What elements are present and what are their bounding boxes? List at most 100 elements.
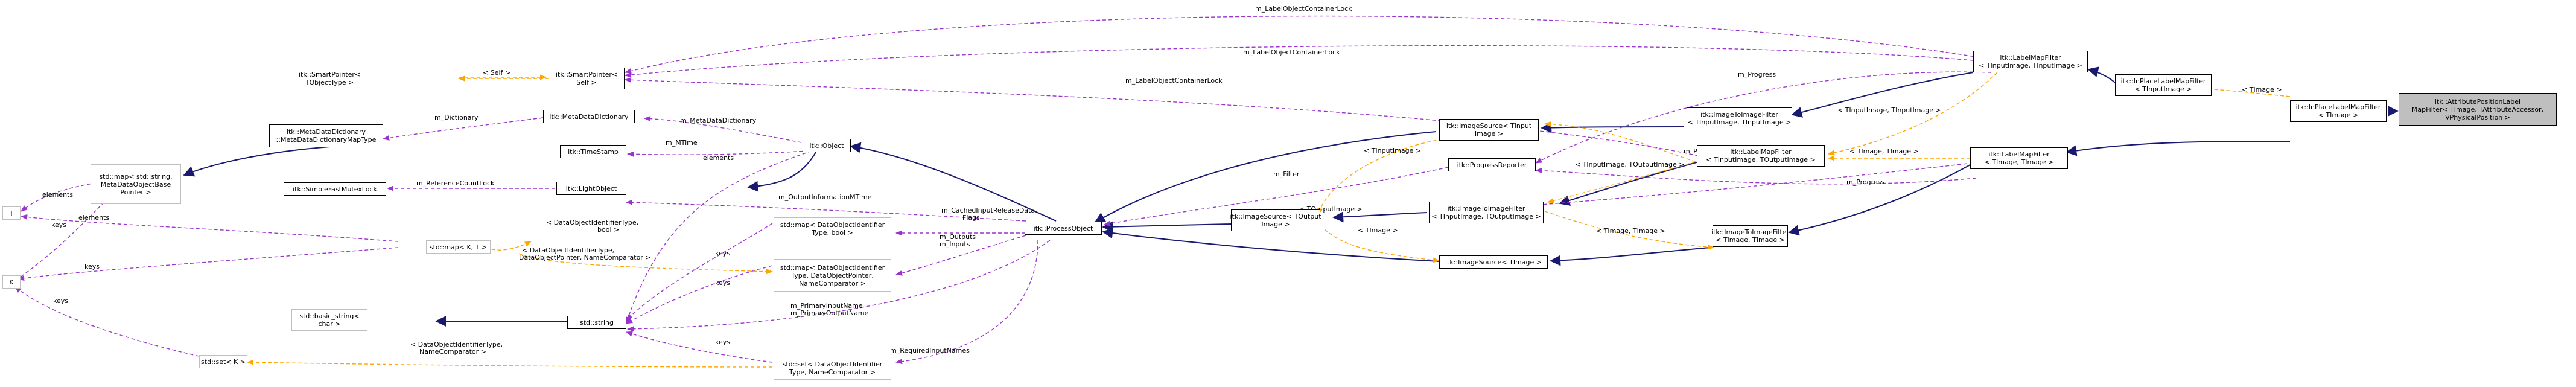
edge-progress-top bbox=[1535, 71, 1992, 164]
label-tinput-img: < TInputImage > bbox=[1364, 147, 1421, 155]
edge-required-names bbox=[895, 240, 1038, 365]
label-keys-kt: keys bbox=[84, 263, 100, 270]
node-text: TObjectType > bbox=[305, 78, 354, 86]
node-template-t[interactable]: T bbox=[2, 206, 21, 220]
label-keys-left: keys bbox=[51, 221, 66, 229]
node-text: char > bbox=[318, 320, 341, 328]
node-text: < TImage, TImage > bbox=[1984, 158, 2054, 166]
edge-i2i-tinput-tmpl bbox=[1544, 121, 1696, 162]
node-text: itk::LabelMapFilter bbox=[2000, 54, 2061, 62]
node-text: Self > bbox=[576, 78, 597, 86]
node-progress-reporter[interactable]: itk::ProgressReporter bbox=[1448, 158, 1536, 171]
node-image-source-tinput[interactable]: itk::ImageSource< TInput Image > bbox=[1439, 119, 1539, 141]
node-smartpointer-tobject[interactable]: itk::SmartPointer< TObjectType > bbox=[290, 68, 369, 89]
edge-inplace-timage-to-labelmap-timage bbox=[2066, 141, 2291, 156]
node-image-to-image-filter-tinput[interactable]: itk::ImageToImageFilter < TInputImage, T… bbox=[1687, 107, 1792, 129]
node-object[interactable]: itk::Object bbox=[803, 139, 851, 152]
usage-edges bbox=[14, 15, 1992, 365]
edge-labelmap-timage-to-i2i-timage bbox=[1788, 164, 1971, 236]
label-inputs: m_Inputs bbox=[940, 240, 970, 248]
node-text: std::set< DataObjectIdentifier bbox=[782, 360, 883, 368]
label-map-bool-2: bool > bbox=[597, 226, 619, 234]
edge-set-keys bbox=[625, 331, 773, 363]
node-stdmap-dataobject[interactable]: std::map< DataObjectIdentifier Type, Dat… bbox=[774, 259, 891, 292]
edge-progress-mid bbox=[1531, 162, 1974, 208]
node-text: itk::InPlaceLabelMapFilter bbox=[2120, 77, 2206, 85]
node-text: < TInputImage, TOutputImage > bbox=[1706, 156, 1816, 164]
node-text: std::basic_string< bbox=[299, 312, 360, 320]
label-elements-kt: elements bbox=[78, 214, 109, 222]
label-map-ptr-1: < DataObjectIdentifierType, bbox=[522, 246, 614, 254]
node-image-source-toutput[interactable]: itk::ImageSource< TOutput Image > bbox=[1230, 209, 1321, 231]
edge-output-mtime bbox=[625, 199, 1026, 222]
edge-bool-keys bbox=[626, 223, 773, 321]
label-mtime: m_MTime bbox=[666, 139, 698, 147]
label-filter: m_Filter bbox=[1273, 170, 1300, 178]
edge-i2i-tinput-to-source-tinput bbox=[1541, 122, 1684, 133]
node-process-object[interactable]: itk::ProcessObject bbox=[1025, 222, 1102, 235]
node-image-to-image-filter-timage[interactable]: itk::ImageToImageFilter < TImage, TImage… bbox=[1711, 225, 1789, 247]
node-text: K bbox=[9, 278, 14, 286]
edge-labelmap-tinput-tmpl bbox=[1827, 72, 1998, 156]
edge-lock-third bbox=[624, 77, 1699, 156]
node-text: itk::ImageToImageFilter bbox=[1700, 110, 1778, 118]
edge-stdmap-string-elements bbox=[21, 181, 109, 212]
node-label-map-filter-timage[interactable]: itk::LabelMapFilter < TImage, TImage > bbox=[1970, 147, 2068, 169]
node-image-source-timage[interactable]: itk::ImageSource< TImage > bbox=[1439, 255, 1548, 269]
node-attribute-position-label-map-filter[interactable]: itk::AttributePositionLabel MapFilter< T… bbox=[2399, 93, 2557, 126]
node-stdmap-kt[interactable]: std::map< K, T > bbox=[426, 240, 491, 254]
node-text: MapFilter< TImage, TAttributeAccessor, bbox=[2411, 105, 2544, 114]
node-text: Pointer > bbox=[120, 188, 151, 196]
edge-object-to-lightobject bbox=[747, 152, 816, 192]
edge-source-tinput-to-process bbox=[1094, 131, 1437, 223]
node-image-to-image-filter-generic[interactable]: itk::ImageToImageFilter < TInputImage, T… bbox=[1429, 202, 1544, 223]
node-text: std::map< K, T > bbox=[429, 243, 488, 251]
node-text: itk::ProgressReporter bbox=[1457, 161, 1527, 169]
node-text: std::map< DataObjectIdentifier bbox=[780, 263, 885, 272]
node-text: std::set< K > bbox=[201, 357, 246, 366]
node-text: Type, bool > bbox=[812, 229, 853, 237]
node-std-string[interactable]: std::string bbox=[567, 316, 626, 329]
label-map-ptr-2: DataObjectPointer, NameComparator > bbox=[519, 254, 651, 261]
node-text: Type, DataObjectPointer, bbox=[791, 271, 874, 280]
node-text: itk::MetaDataDictionary bbox=[549, 112, 629, 121]
node-smartpointer-self[interactable]: itk::SmartPointer< Self > bbox=[549, 68, 625, 89]
node-stdmap-string[interactable]: std::map< std::string, MetaDataObjectBas… bbox=[91, 164, 181, 204]
node-text: std::map< std::string, bbox=[99, 172, 173, 181]
node-label-map-filter-generic[interactable]: itk::LabelMapFilter < TInputImage, TOutp… bbox=[1697, 145, 1825, 167]
node-inplace-label-map-filter-timage[interactable]: itk::InPlaceLabelMapFilter < TImage > bbox=[2290, 100, 2387, 122]
node-template-k[interactable]: K bbox=[2, 275, 21, 289]
node-text: itk::LabelMapFilter bbox=[1988, 150, 2050, 158]
node-text: ::MetaDataDictionaryMapType bbox=[276, 136, 377, 144]
label-dictionary: m_Dictionary bbox=[434, 114, 479, 121]
node-metadata-dictionary-maptype[interactable]: itk::MetaDataDictionary ::MetaDataDictio… bbox=[269, 124, 383, 147]
node-stdset-k[interactable]: std::set< K > bbox=[199, 355, 247, 368]
node-stdset-dataobject[interactable]: std::set< DataObjectIdentifier Type, Nam… bbox=[774, 357, 891, 380]
edge-stdset-k-keys bbox=[14, 286, 200, 357]
node-text: itk::MetaDataDictionary bbox=[286, 128, 366, 136]
label-timage-timage-2: < TImage, TImage > bbox=[1596, 227, 1665, 235]
node-text: NameComparator > bbox=[799, 279, 866, 287]
node-basic-string[interactable]: std::basic_string< char > bbox=[291, 309, 367, 331]
edge-source-timage-to-process bbox=[1102, 228, 1440, 262]
label-progress-top: m_Progress bbox=[1738, 71, 1776, 78]
node-light-object[interactable]: itk::LightObject bbox=[556, 182, 626, 195]
label-timage-inplace: < TImage > bbox=[2242, 86, 2282, 94]
label-timage-src: < TImage > bbox=[1358, 226, 1398, 234]
label-refcount: m_ReferenceCountLock bbox=[416, 179, 495, 187]
node-inplace-label-map-filter-tinput[interactable]: itk::InPlaceLabelMapFilter < TInputImage… bbox=[2115, 74, 2212, 96]
node-text: std::map< DataObjectIdentifier bbox=[780, 221, 885, 229]
label-output-mtime: m_OutputInformationMTime bbox=[778, 193, 872, 201]
edge-lock-second bbox=[624, 45, 1974, 78]
node-text: Type, NameComparator > bbox=[789, 368, 876, 376]
node-metadata-dictionary[interactable]: itk::MetaDataDictionary bbox=[543, 110, 635, 123]
node-label-map-filter-tinput[interactable]: itk::LabelMapFilter < TInputImage, TInpu… bbox=[1973, 51, 2088, 72]
node-stdmap-bool[interactable]: std::map< DataObjectIdentifier Type, boo… bbox=[774, 217, 891, 240]
node-text: itk::LabelMapFilter bbox=[1730, 148, 1792, 156]
label-metadata: m_MetaDataDictionary bbox=[680, 117, 757, 124]
node-simple-fast-mutex-lock[interactable]: itk::SimpleFastMutexLock bbox=[284, 182, 386, 196]
edge-stdmap-kt-keys bbox=[17, 247, 399, 281]
edge-process-to-object bbox=[850, 142, 1057, 222]
node-timestamp[interactable]: itk::TimeStamp bbox=[560, 145, 626, 158]
